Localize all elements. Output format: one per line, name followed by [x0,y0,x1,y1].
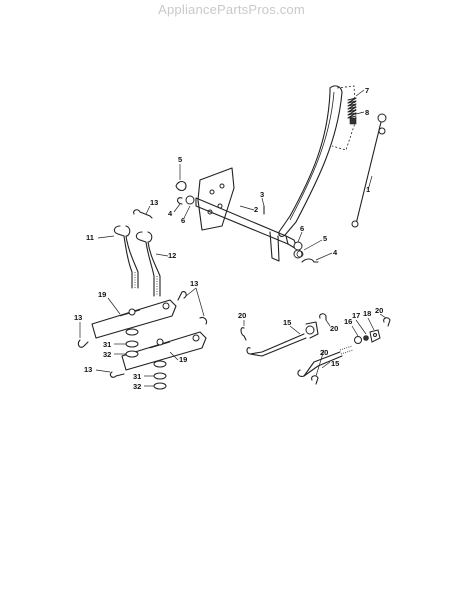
callout-19: 19 [179,355,187,364]
clip-top [175,180,187,205]
callout-32: 32 [133,382,141,391]
callout-20: 20 [320,348,328,357]
watermark: AppliancePartsPros.com [158,2,305,17]
callout-5: 5 [323,234,327,243]
callout-11: 11 [86,233,94,242]
callout-13: 13 [74,313,82,322]
clip-20-d [311,375,319,385]
rod [351,113,387,228]
callout-5: 5 [178,155,182,164]
callout-17: 17 [352,311,360,320]
callout-13: 13 [190,279,198,288]
leader-lines [79,89,387,387]
callout-19: 19 [98,290,106,299]
spring [347,97,357,125]
lift-handle [278,85,343,237]
bracket-plate [197,167,235,231]
clip-13-left [77,339,89,348]
lift-link-11 [113,225,139,289]
callout-12: 12 [168,251,176,260]
washers-upper [125,328,139,358]
callout-3: 3 [260,190,264,199]
callout-6: 6 [300,224,304,233]
rod-15-lower [297,345,354,377]
clip-20-b [319,313,327,321]
callout-4: 4 [333,248,338,257]
callout-2: 2 [254,205,258,214]
clip-13-bottom [109,371,125,378]
callout-4: 4 [168,209,173,218]
callout-20: 20 [238,311,246,320]
clip-20-c [383,317,391,327]
lift-link-12 [135,231,161,297]
clip-13-top [133,209,153,219]
clip-right [296,250,319,263]
callout-15: 15 [331,359,339,368]
callout-20: 20 [330,324,338,333]
callout-15: 15 [283,318,291,327]
callout-labels: 7 8 1 5 3 2 4 6 6 5 4 13 11 12 13 19 13 … [74,86,383,391]
clip-20-a [240,327,247,341]
clip-13-right [177,291,187,301]
callout-16: 16 [344,317,352,326]
callout-31: 31 [103,340,111,349]
lift-bar-upper [91,299,177,339]
callout-8: 8 [365,108,369,117]
callout-31: 31 [133,372,141,381]
callout-20: 20 [375,306,383,315]
callout-18: 18 [363,309,371,318]
callout-1: 1 [366,185,370,194]
cross-shaft [185,195,303,262]
callout-7: 7 [365,86,369,95]
clip-13-right2 [199,316,208,325]
callout-13: 13 [150,198,158,207]
rod-15-upper [246,321,319,357]
callout-6: 6 [181,216,185,225]
callout-13: 13 [84,365,92,374]
lift-bar-lower [121,331,207,371]
adjuster-parts [354,329,381,344]
washers-lower [153,360,167,390]
callout-32: 32 [103,350,111,359]
